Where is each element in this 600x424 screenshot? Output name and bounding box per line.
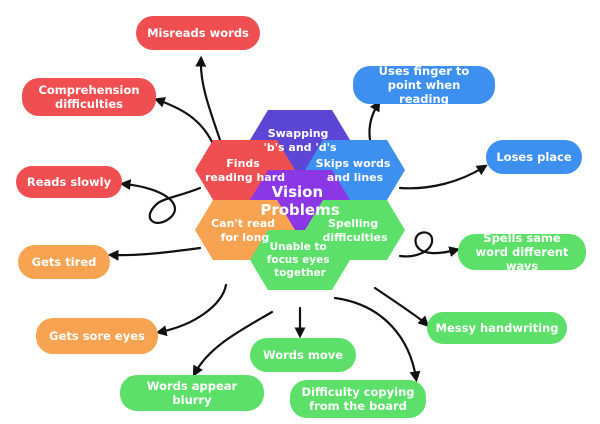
arrow-copying: [333, 296, 421, 383]
pill-words-move: Words move: [250, 338, 356, 372]
pill-gets-tired: Gets tired: [18, 245, 110, 279]
hex-finds-label: Finds reading hard: [205, 157, 285, 184]
pill-loses-place: Loses place: [486, 140, 582, 174]
pill-spells-same-word: Spells same word different ways: [458, 231, 586, 273]
arrow-blurry: [192, 310, 274, 377]
hex-spelling-label: Spelling difficulties: [322, 217, 388, 244]
hex-unable: [250, 230, 350, 290]
arrow-spells-same: [398, 231, 461, 258]
pill-uses-finger: Uses finger to point when reading: [353, 64, 495, 106]
pill-difficulty-copying: Difficulty copying from the board: [290, 380, 426, 418]
pill-comprehension-difficulties: Comprehension difficulties: [22, 78, 156, 116]
arrow-sore-eyes: [155, 283, 228, 337]
pill-words-appear-blurry: Words appear blurry: [120, 375, 264, 411]
hex-skips-label: Skips words and lines: [316, 157, 395, 184]
arrow-gets-tired: [107, 246, 202, 261]
pill-messy-handwriting: Messy handwriting: [427, 312, 567, 344]
arrow-reads-slowly: [119, 179, 202, 224]
arrow-messy: [373, 286, 430, 328]
pill-gets-sore-eyes: Gets sore eyes: [36, 318, 158, 354]
arrow-comprehension: [153, 97, 214, 144]
hex-center-label: Vision Problems: [260, 183, 339, 219]
hex-cant-read-label: Can't read for long: [211, 217, 279, 244]
hex-unable-label: Unable to focus eyes together: [267, 241, 333, 279]
arrow-uses-finger: [368, 100, 381, 142]
arrow-misreads: [195, 55, 222, 142]
arrow-loses-place: [398, 164, 488, 190]
hex-swapping-label: Swapping 'b's and 'd's: [263, 127, 337, 154]
pill-reads-slowly: Reads slowly: [16, 166, 122, 198]
pill-misreads-words: Misreads words: [136, 16, 260, 50]
